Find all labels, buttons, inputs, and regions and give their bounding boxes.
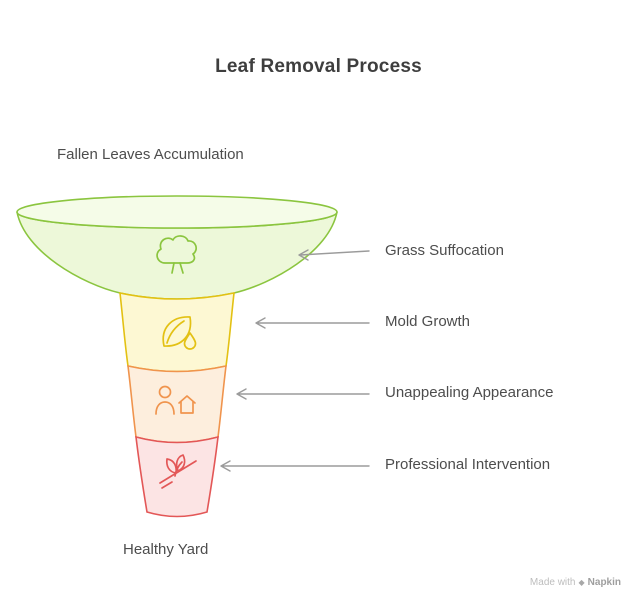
- funnel-top-label: Fallen Leaves Accumulation: [57, 146, 244, 163]
- stage-label-unappealing-appearance: Unappealing Appearance: [385, 384, 554, 401]
- funnel-stage-2-shape: [119, 291, 235, 373]
- funnel-stage-3-shape: [127, 364, 227, 444]
- diagram-title: Leaf Removal Process: [215, 56, 422, 77]
- stage-label-grass-suffocation: Grass Suffocation: [385, 242, 504, 259]
- watermark: Made with ◆ Napkin: [530, 577, 621, 588]
- funnel-top-opening: [16, 195, 338, 229]
- napkin-logo-icon: ◆: [578, 577, 585, 587]
- arrow-mold-growth: [255, 317, 370, 329]
- stage-label-professional-intervention: Professional Intervention: [385, 456, 551, 473]
- funnel-bottom-label: Healthy Yard: [123, 541, 209, 558]
- stage-label-mold-growth: Mold Growth: [385, 313, 471, 330]
- arrow-grass-suffocation: [298, 249, 370, 261]
- person-house-icon: [155, 385, 196, 415]
- plant-sprout-icon: [159, 454, 197, 489]
- watermark-text: Made with: [529, 577, 576, 588]
- connector-arrows: [220, 249, 370, 472]
- watermark-brand: Napkin: [587, 577, 621, 588]
- funnel-stage-4-shape: [135, 435, 219, 518]
- cotton-cloud-icon: [156, 235, 198, 274]
- arrow-professional-intervention: [220, 460, 370, 472]
- leaf-droplet-icon: [162, 316, 197, 350]
- arrow-unappealing-appearance: [236, 388, 370, 400]
